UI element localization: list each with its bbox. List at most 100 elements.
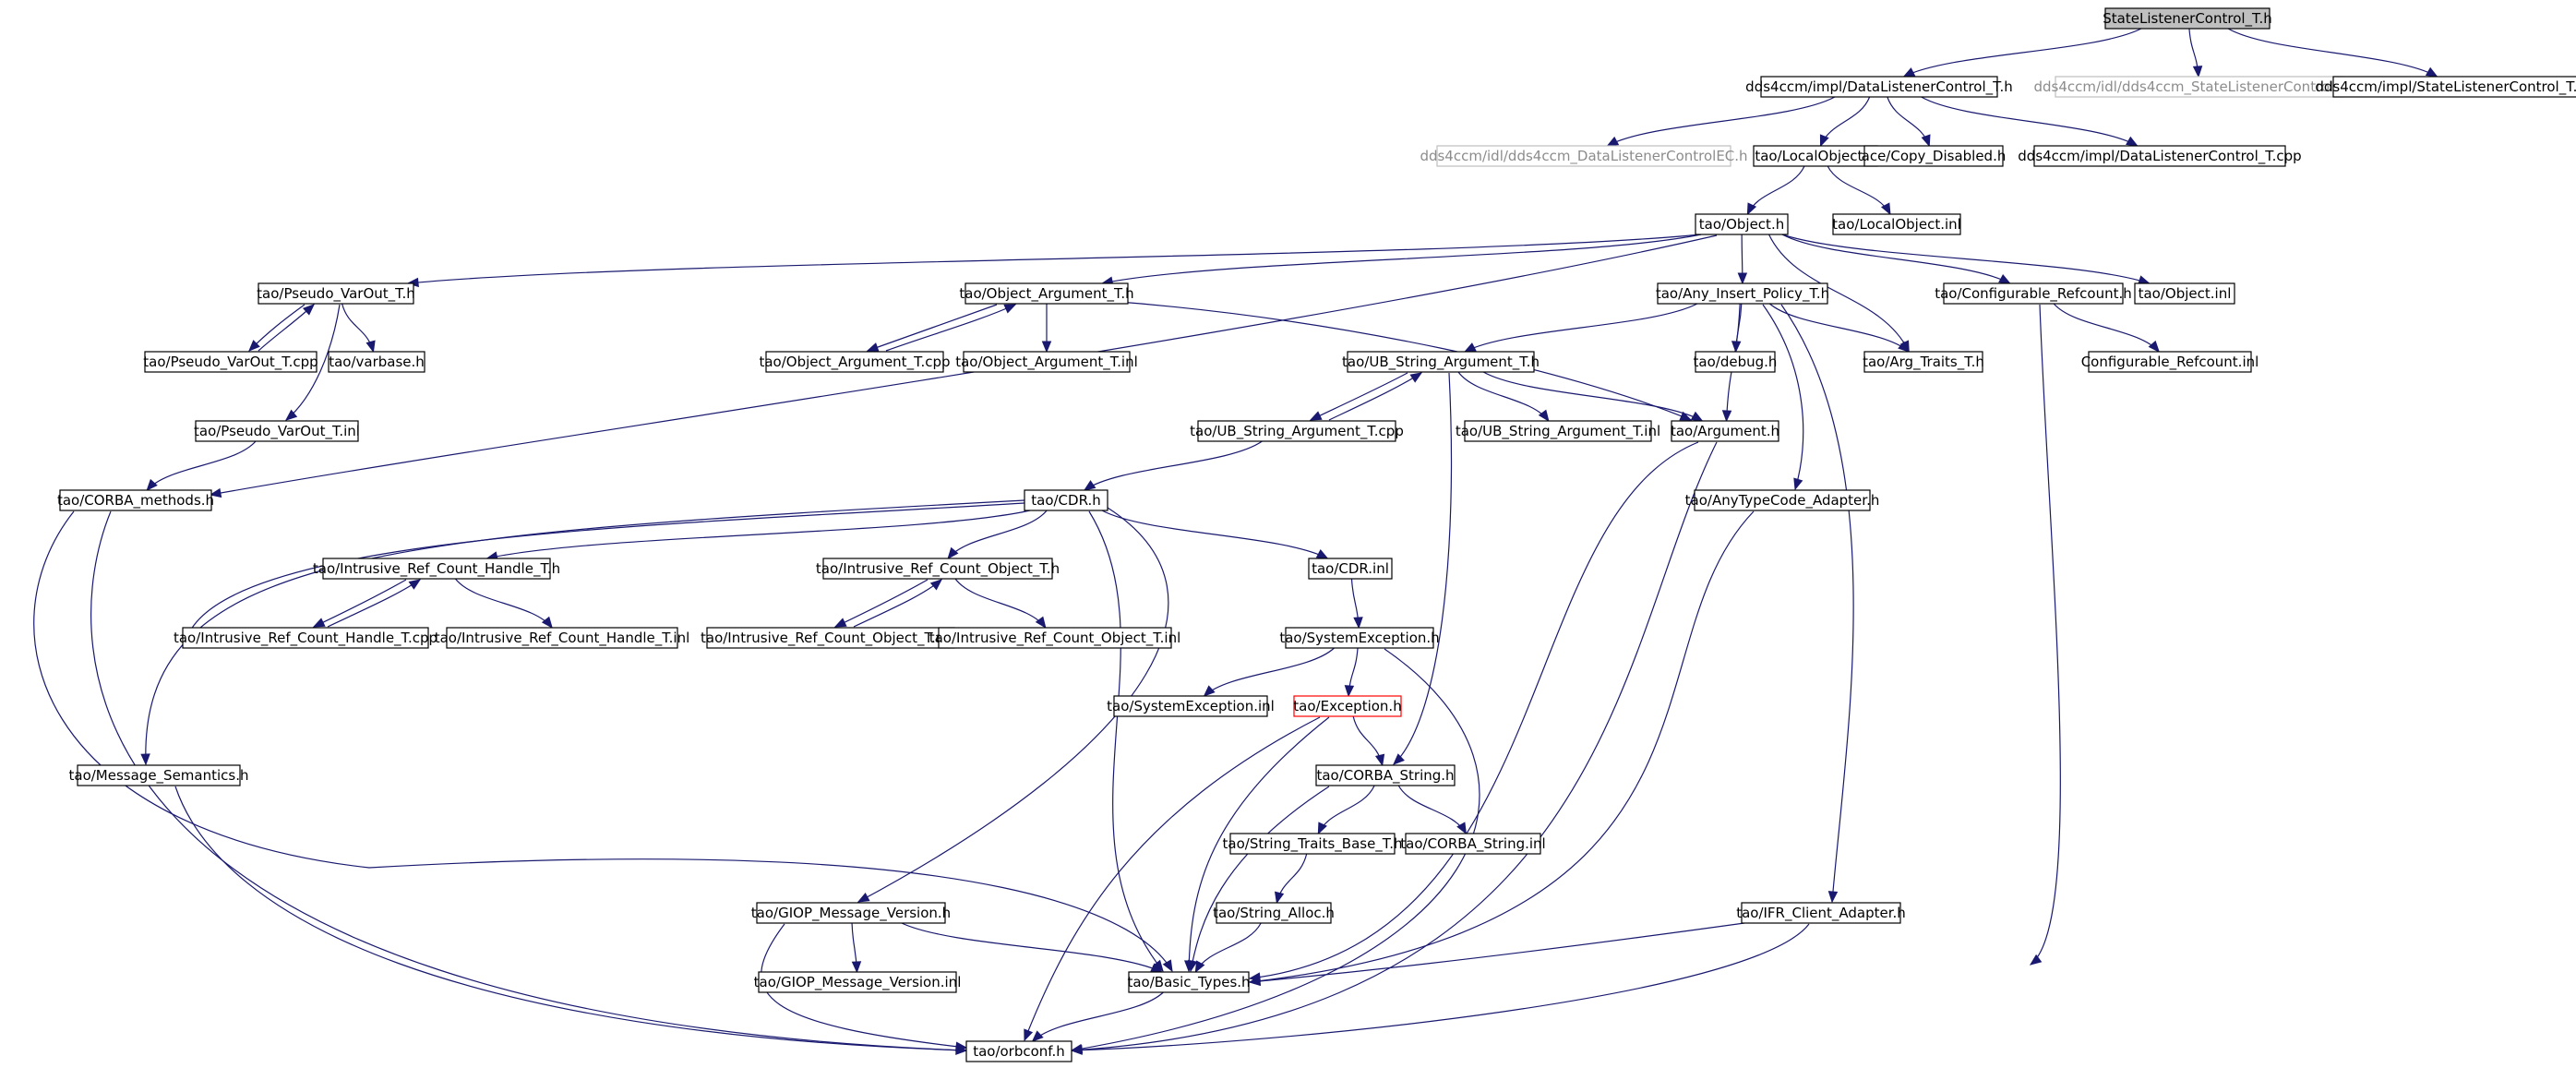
header-node-n37[interactable]: tao/SystemException.h <box>1279 627 1440 649</box>
node-box <box>1128 971 1250 993</box>
header-node-n26[interactable]: tao/Argument.h <box>1671 420 1779 442</box>
header-node-n29[interactable]: tao/AnyTypeCode_Adapter.h <box>1685 489 1880 511</box>
header-node-n35[interactable]: tao/Intrusive_Ref_Count_Object_T.cpp <box>701 627 961 649</box>
header-node-n31[interactable]: tao/Intrusive_Ref_Count_Object_T.h <box>816 558 1060 580</box>
header-node-n8[interactable]: tao/Object.h <box>1695 213 1789 235</box>
edge-arrowhead <box>1274 891 1285 905</box>
edge-arrowhead <box>857 892 870 903</box>
node-box <box>2088 351 2252 373</box>
node-label: dds4ccm/impl/StateListenerControl_T.cpp <box>2315 78 2576 96</box>
header-node-n14[interactable]: tao/Object.inl <box>2134 282 2235 305</box>
edge-arrowhead <box>1041 341 1052 354</box>
node-box <box>1308 558 1393 580</box>
header-node-n36[interactable]: tao/Intrusive_Ref_Count_Object_T.inl <box>929 627 1181 649</box>
edge-line <box>954 578 1047 629</box>
node-box <box>1347 351 1535 373</box>
header-node-n18[interactable]: tao/Object_Argument_T.inl <box>955 351 1138 373</box>
header-node-n22[interactable]: Configurable_Refcount.inl <box>2081 351 2259 373</box>
header-node-n34[interactable]: tao/Intrusive_Ref_Count_Handle_T.inl <box>435 627 690 649</box>
edge-line <box>1088 510 1164 972</box>
edge-arrowhead <box>1921 134 1931 148</box>
edge-n28-to-n31 <box>947 510 1048 560</box>
header-node-n30[interactable]: tao/Intrusive_Ref_Count_Handle_T.h <box>313 558 560 580</box>
node-box <box>1405 833 1541 855</box>
header-node-n11[interactable]: tao/Object_Argument_T.h <box>959 282 1134 305</box>
header-node-n19[interactable]: tao/UB_String_Argument_T.h <box>1342 351 1540 373</box>
header-node-n27[interactable]: tao/CORBA_methods.h <box>57 489 214 511</box>
node-box <box>195 420 359 442</box>
header-node-n47[interactable]: tao/GIOP_Message_Version.inl <box>754 971 962 993</box>
node-box <box>2033 145 2286 167</box>
header-node-n21[interactable]: tao/Arg_Traits_T.h <box>1863 351 1984 373</box>
header-node-n16[interactable]: tao/varbase.h <box>328 351 425 373</box>
edge-line <box>1188 716 1330 972</box>
edge-n31-to-n35 <box>833 579 929 628</box>
header-node-n24[interactable]: tao/UB_String_Argument_T.cpp <box>1190 420 1404 442</box>
header-node-n7[interactable]: dds4ccm/impl/DataListenerControl_T.cpp <box>2018 145 2302 167</box>
header-node-n3[interactable]: dds4ccm/impl/StateListenerControl_T.cpp <box>2315 76 2576 98</box>
header-node-n1[interactable]: dds4ccm/impl/DataListenerControl_T.h <box>1745 76 2013 98</box>
header-node-n44[interactable]: tao/String_Alloc.h <box>1213 902 1335 924</box>
header-node-n43[interactable]: tao/CORBA_String.inl <box>1400 833 1546 855</box>
header-node-n17[interactable]: tao/Object_Argument_T.cpp <box>759 351 951 373</box>
edge-n23-to-n27 <box>146 440 257 491</box>
header-node-n2[interactable]: dds4ccm/idl/dds4ccm_StateListenerControl… <box>2034 76 2366 98</box>
edge-n44-to-n48 <box>1194 922 1262 974</box>
header-node-n0[interactable]: StateListenerControl_T.h <box>2103 7 2272 30</box>
header-node-n4[interactable]: dds4ccm/idl/dds4ccm_DataListenerControlE… <box>1420 145 1748 167</box>
header-node-n39[interactable]: tao/Exception.h <box>1293 695 1402 717</box>
header-node-n20[interactable]: tao/debug.h <box>1694 351 1778 373</box>
edge-line <box>1464 303 1698 353</box>
edge-arrowhead <box>302 304 315 316</box>
node-box <box>59 489 212 511</box>
header-node-n25[interactable]: tao/UB_String_Argument_T.inl <box>1456 420 1660 442</box>
edge-arrowhead <box>1606 136 1620 147</box>
header-node-n12[interactable]: tao/Any_Insert_Policy_T.h <box>1656 282 1829 305</box>
edge-n19-to-n26 <box>1482 371 1704 422</box>
header-node-n41[interactable]: tao/CORBA_String.h <box>1315 764 1456 786</box>
header-node-n23[interactable]: tao/Pseudo_VarOut_T.inl <box>194 420 360 442</box>
header-node-n5[interactable]: tao/LocalObject.h <box>1753 145 1878 167</box>
node-box <box>756 902 946 924</box>
edge-n0-to-n3 <box>2227 28 2438 78</box>
header-node-n10[interactable]: tao/Pseudo_VarOut_T.h <box>257 282 415 305</box>
header-node-n13[interactable]: tao/Configurable_Refcount.h <box>1935 282 2132 305</box>
header-node-n28[interactable]: tao/CDR.h <box>1024 489 1108 511</box>
edge-arrowhead <box>1827 891 1839 904</box>
node-label: tao/Arg_Traits_T.h <box>1863 354 1984 371</box>
edge-line <box>146 440 257 491</box>
edge-line <box>1190 786 1330 972</box>
header-node-n33[interactable]: tao/Intrusive_Ref_Count_Handle_T.cpp <box>174 627 437 649</box>
node-label: Configurable_Refcount.inl <box>2081 354 2259 371</box>
edge-arrowhead <box>1035 616 1047 630</box>
edge-arrowhead <box>1456 822 1468 835</box>
node-label: tao/CORBA_String.h <box>1316 767 1454 785</box>
node-label: tao/AnyTypeCode_Adapter.h <box>1685 492 1880 510</box>
header-node-n32[interactable]: tao/CDR.inl <box>1308 558 1393 580</box>
header-node-n9[interactable]: tao/LocalObject.inl <box>1832 213 1961 235</box>
edge-line <box>1071 923 1810 1051</box>
header-node-n15[interactable]: tao/Pseudo_VarOut_T.cpp <box>143 351 318 373</box>
header-node-n48[interactable]: tao/Basic_Types.h <box>1127 971 1251 993</box>
edge-line <box>1457 371 1550 422</box>
header-node-n38[interactable]: tao/SystemException.inl <box>1107 695 1275 717</box>
header-node-n46[interactable]: tao/IFR_Client_Adapter.h <box>1736 902 1906 924</box>
node-label: tao/varbase.h <box>329 354 425 370</box>
edge-line <box>454 578 553 629</box>
header-node-n40[interactable]: tao/Message_Semantics.h <box>69 764 249 786</box>
edge-line <box>834 579 929 628</box>
header-node-n6[interactable]: ace/Copy_Disabled.h <box>1862 145 2007 167</box>
header-node-n42[interactable]: tao/String_Traits_Base_T.h <box>1223 833 1403 855</box>
edge-line <box>1310 372 1408 421</box>
edge-n45-to-n48 <box>901 922 1163 973</box>
node-label: tao/Object_Argument_T.h <box>959 285 1133 303</box>
edge-n0-to-n1 <box>1902 28 2142 78</box>
edge-line <box>1328 372 1422 421</box>
edge-n8-to-n27 <box>209 234 1718 498</box>
edge-n28-to-n48 <box>1088 510 1164 973</box>
edge-line <box>1249 510 1755 983</box>
header-node-n49[interactable]: tao/orbconf.h <box>965 1040 1072 1062</box>
header-node-n45[interactable]: tao/GIOP_Message_Version.h <box>751 902 951 924</box>
edge-n48-to-n49 <box>1031 991 1164 1042</box>
edge-line <box>1084 440 1263 491</box>
